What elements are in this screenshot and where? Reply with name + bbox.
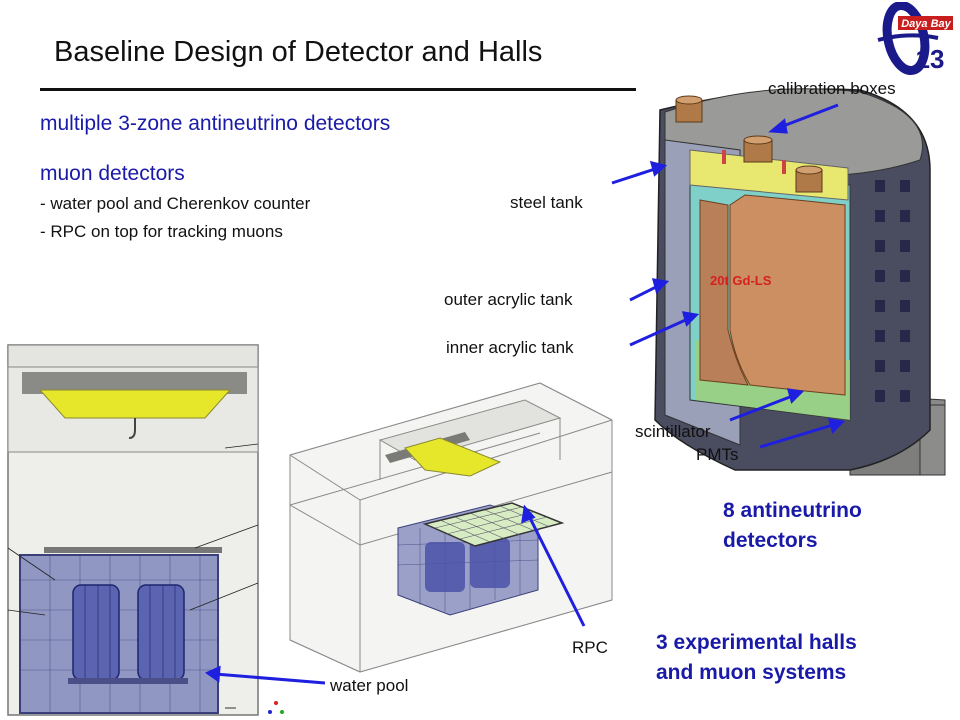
sub-bullet-water-pool: - water pool and Cherenkov counter xyxy=(40,194,311,213)
label-scintillator: scintillator xyxy=(635,422,711,441)
bullet-muon-detectors: muon detectors xyxy=(40,162,185,185)
title-underline xyxy=(40,88,636,91)
label-steel-tank: steel tank xyxy=(510,193,583,212)
label-rpc: RPC xyxy=(572,638,608,657)
callout-detectors-line2: detectors xyxy=(723,529,818,552)
slide-title: Baseline Design of Detector and Halls xyxy=(54,36,543,68)
logo-text: Daya Bay xyxy=(901,18,951,30)
label-gd-ls: 20t Gd-LS xyxy=(710,273,772,288)
callout-halls-line2: and muon systems xyxy=(656,661,847,684)
label-calibration-boxes: calibration boxes xyxy=(768,79,896,98)
bullet-antineutrino-detectors: multiple 3-zone antineutrino detectors xyxy=(40,112,391,135)
label-water-pool: water pool xyxy=(330,676,409,695)
callout-detectors-line1: 8 antineutrino xyxy=(723,499,862,522)
callout-halls-line1: 3 experimental halls xyxy=(656,631,857,654)
label-pmts: PMTs xyxy=(696,445,739,464)
sub-bullet-rpc: - RPC on top for tracking muons xyxy=(40,222,283,241)
theta-logo-icon: Daya Bay 13 xyxy=(877,2,953,75)
label-outer-acrylic-tank: outer acrylic tank xyxy=(444,290,573,309)
callout-halls: 3 experimental halls and muon systems xyxy=(656,628,857,688)
callout-detectors: 8 antineutrino detectors xyxy=(723,496,862,556)
label-inner-acrylic-tank: inner acrylic tank xyxy=(446,338,574,357)
daya-bay-logo: Daya Bay 13 xyxy=(868,2,958,77)
logo-digits: 13 xyxy=(916,44,945,74)
